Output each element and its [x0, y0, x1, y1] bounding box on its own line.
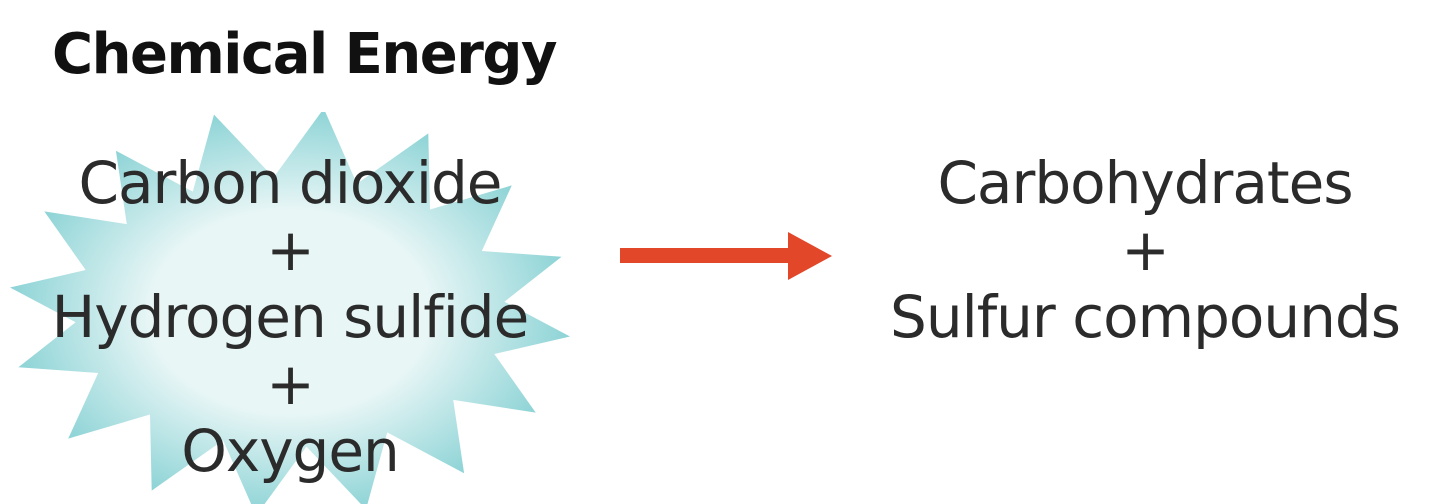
starburst-icon: [10, 112, 570, 504]
product-sulfur-compounds: Sulfur compounds: [890, 283, 1401, 351]
product-carbohydrates: Carbohydrates: [937, 149, 1353, 217]
reactant-carbon-dioxide: Carbon dioxide: [78, 149, 503, 217]
diagram-title: Chemical Energy: [52, 22, 557, 87]
products-group: Carbohydrates + Sulfur compounds: [870, 150, 1420, 351]
reactant-hydrogen-sulfide: Hydrogen sulfide: [51, 283, 530, 351]
plus-sign: +: [266, 216, 315, 284]
reactants-group: Carbon dioxide + Hydrogen sulfide + Oxyg…: [20, 150, 560, 485]
plus-sign: +: [266, 350, 315, 418]
right-arrow-icon: [620, 232, 832, 280]
reactant-oxygen: Oxygen: [181, 417, 400, 485]
plus-sign: +: [1121, 216, 1170, 284]
